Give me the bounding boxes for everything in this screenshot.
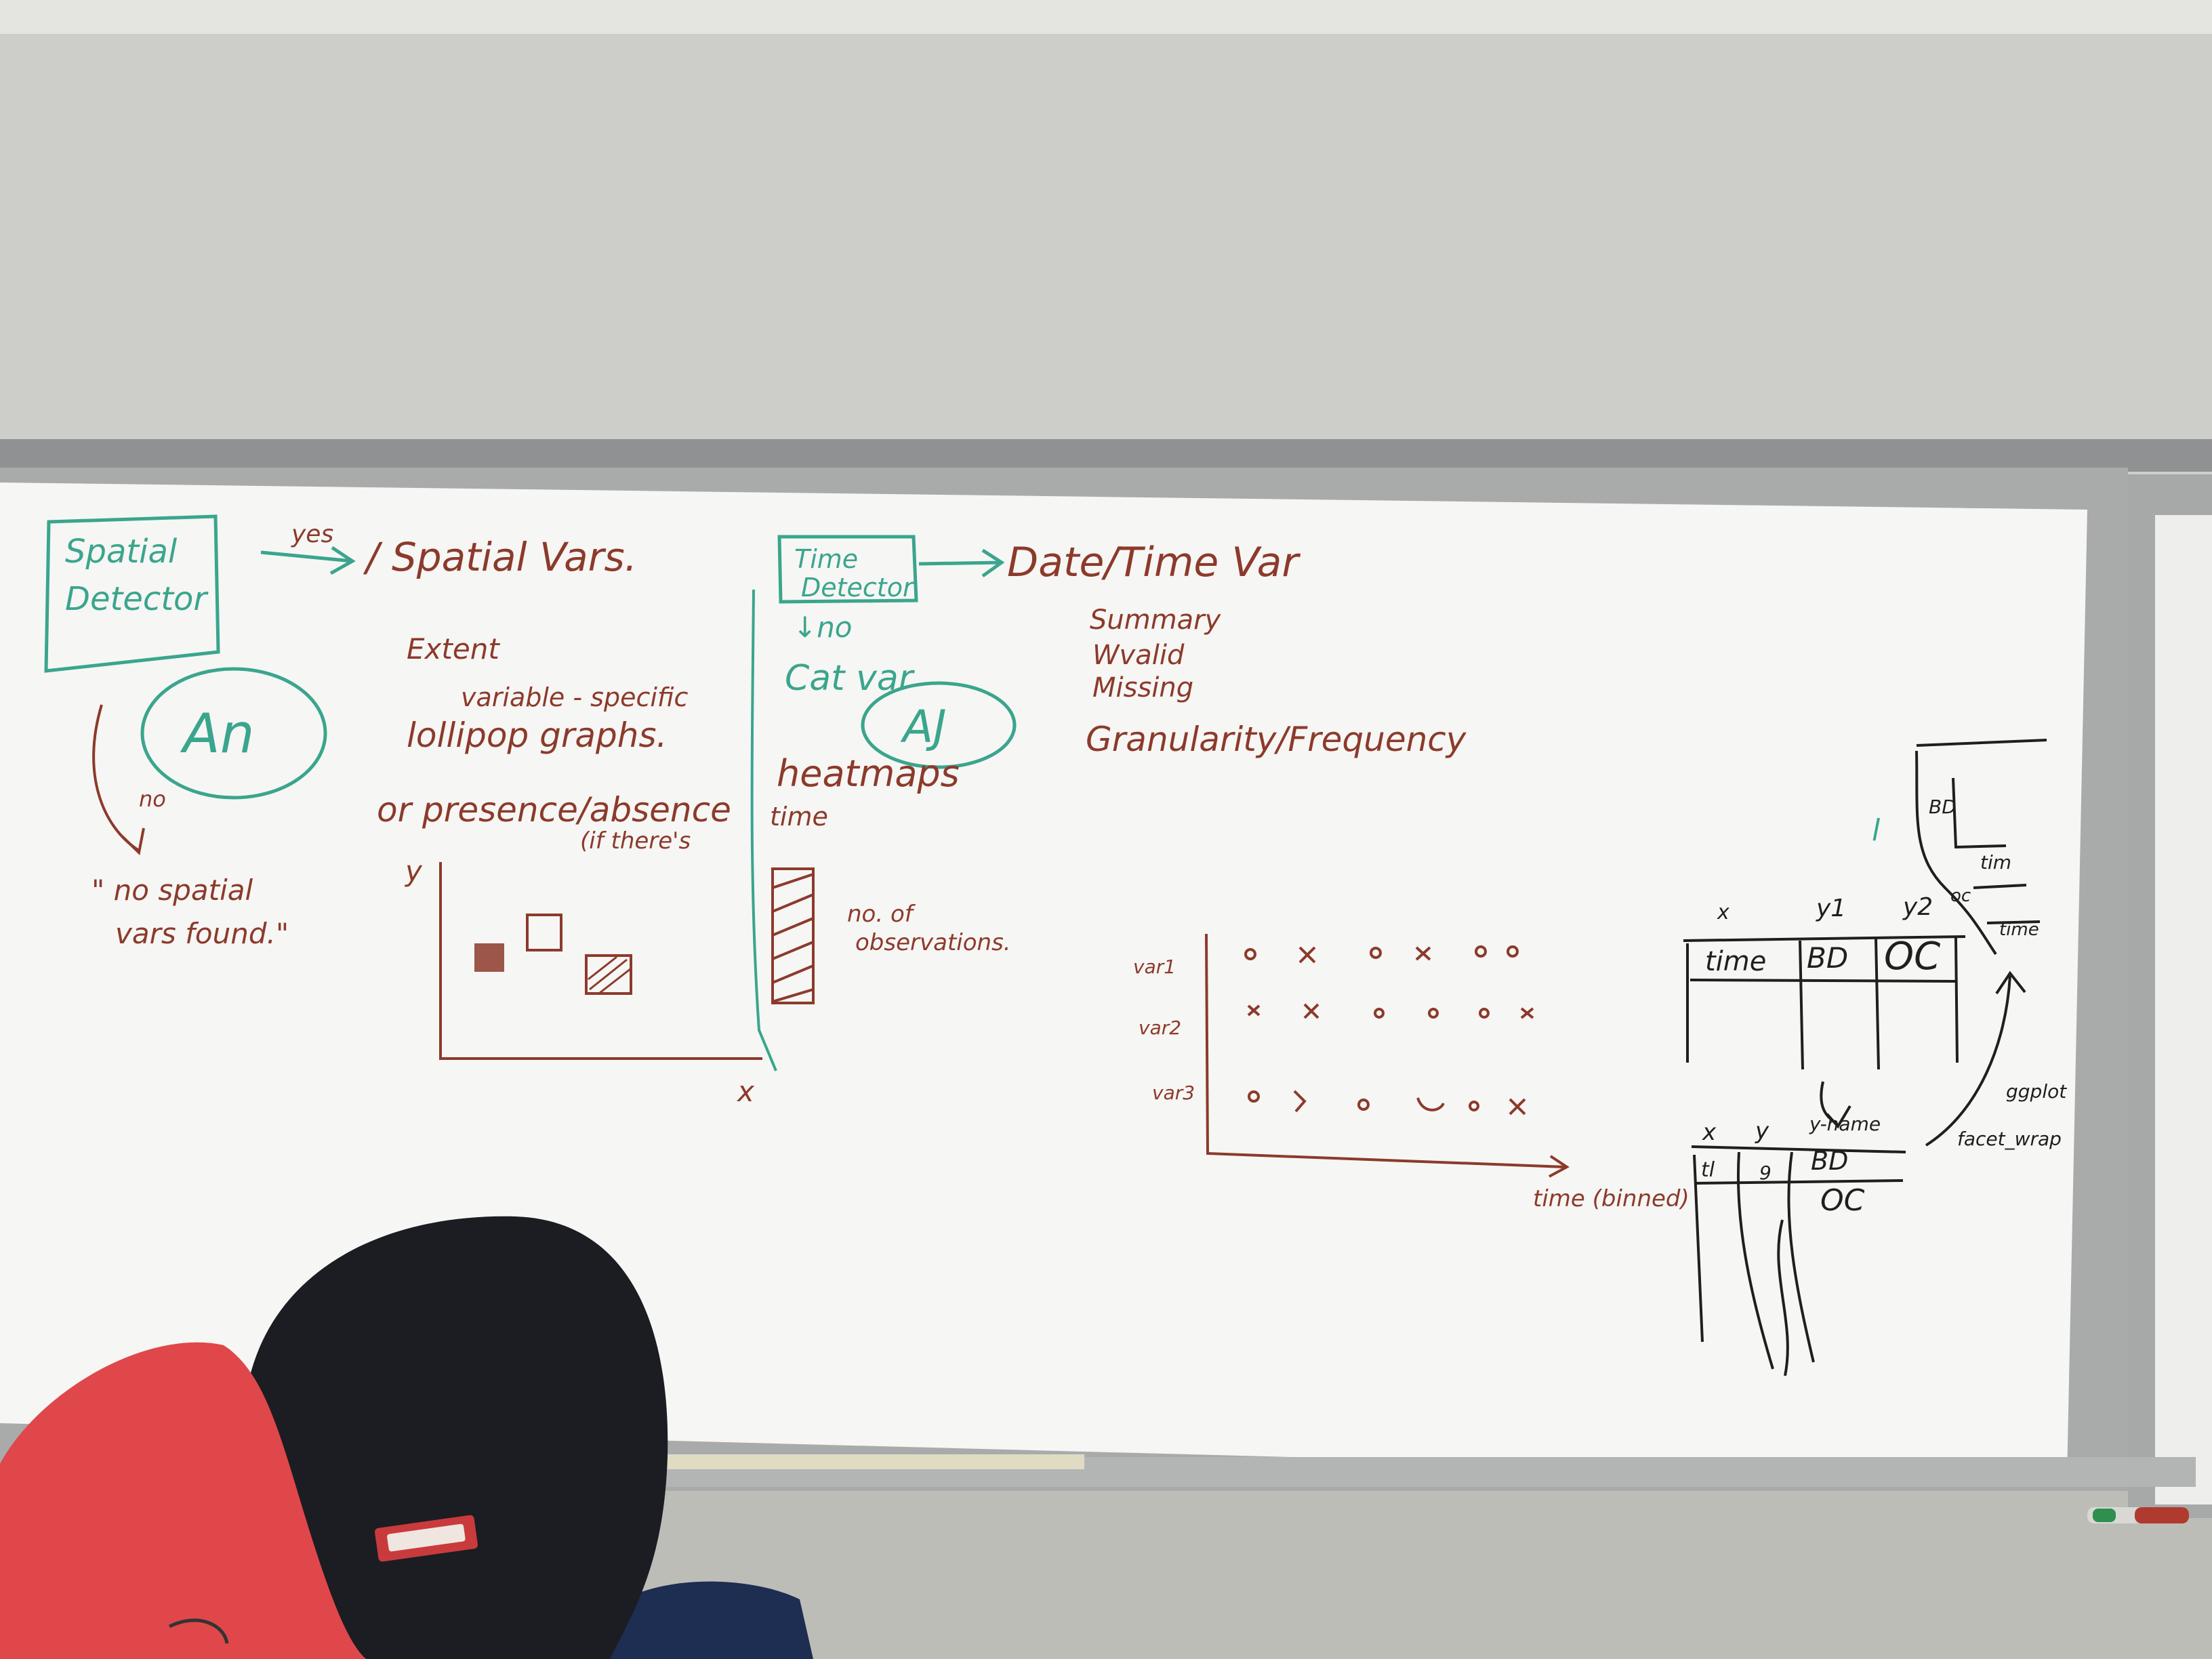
mini-chart-oc: oc — [1950, 886, 1971, 906]
marker-green-cap — [2093, 1509, 2116, 1522]
time-binned-label: time (binned) — [1533, 1185, 1689, 1212]
presence-text: or presence/absence — [377, 790, 731, 830]
yes-label: yes — [291, 520, 333, 548]
spatial-detector-box — [44, 514, 220, 673]
an-circle — [140, 667, 327, 800]
ruler — [651, 1454, 1084, 1469]
an-label: An — [180, 702, 254, 765]
no-spatial-line1: " no spatial — [91, 874, 253, 907]
var1-label: var1 — [1133, 956, 1176, 978]
date-time-arrow — [918, 548, 1005, 578]
table1-cell-time: time — [1705, 946, 1766, 977]
mini-facet-chart — [1915, 739, 2047, 956]
hatched-square-chart — [439, 862, 762, 1060]
spatial-box-line2: Detector — [65, 580, 209, 618]
extent-text: Extent — [407, 632, 500, 665]
summary-item-3: Missing — [1092, 672, 1193, 703]
mini-chart-bd: BD — [1929, 796, 1957, 818]
hatched-bar — [771, 867, 815, 1004]
person-with-cap — [0, 1216, 813, 1659]
summary-item-2: Wvalid — [1092, 640, 1185, 671]
shirt — [596, 1581, 813, 1659]
table2-cell-9: 9 — [1759, 1162, 1771, 1184]
table2-header-yname: y-name — [1809, 1113, 1881, 1135]
variable-specific-text: variable - specific — [461, 682, 688, 712]
heatmaps-text: heatmaps — [777, 752, 960, 795]
divider-line — [750, 589, 777, 1071]
spatial-box-line1: Spatial — [65, 533, 178, 571]
board-top-rail — [0, 439, 2212, 472]
time-box-line1: Time — [794, 544, 858, 574]
if-theres-text: (if there's — [580, 827, 691, 855]
var-dot-plot — [1205, 933, 1570, 1178]
mini-chart-tim: tim — [1980, 851, 2011, 874]
mini-chart-time: time — [1999, 920, 2039, 940]
spatial-vars: / Spatial Vars. — [363, 534, 637, 580]
aj-circle — [861, 681, 1017, 769]
table1-header-y2: y2 — [1902, 893, 1933, 921]
date-time-var: Date/Time Var — [1007, 539, 1300, 586]
chart-x-label: x — [736, 1075, 755, 1108]
catvar-text: Cat var — [785, 658, 916, 699]
ggplot-note-line2: facet_wrap — [1957, 1128, 2062, 1150]
table2-header-y: y — [1755, 1118, 1769, 1145]
ggplot-arrow — [1925, 970, 2026, 1147]
time-box-line2: Detector — [801, 573, 915, 602]
glasses — [168, 1618, 229, 1644]
no-label: no — [139, 786, 166, 812]
cap-crown — [243, 1216, 668, 1659]
table2-cell-tl: tl — [1701, 1158, 1715, 1182]
summary-item-4: Granularity/Frequency — [1086, 720, 1467, 759]
time-detector-box — [777, 535, 918, 604]
marker-red-tip — [2135, 1507, 2189, 1523]
chart-y-label: y — [404, 855, 423, 888]
yes-arrow — [260, 546, 356, 575]
ceiling-strip — [0, 0, 2212, 34]
ggplot-note-line1: ggplot — [2006, 1080, 2067, 1103]
var2-label: var2 — [1139, 1017, 1181, 1039]
wide-table — [1683, 935, 1966, 1070]
aj-label: AJ — [900, 701, 947, 753]
var3-label: var3 — [1152, 1082, 1195, 1104]
no-spatial-line2: vars found." — [115, 917, 289, 950]
down-no: ↓no — [793, 611, 853, 644]
summary-item-1: Summary — [1090, 605, 1222, 636]
table1-cell-bd: BD — [1807, 941, 1848, 975]
lollipop-text: lollipop graphs. — [407, 716, 667, 755]
cap-brim — [0, 1342, 366, 1659]
table2-cell-oc: OC — [1820, 1183, 1865, 1218]
no-arrow — [92, 704, 145, 855]
table1-cell-oc: OC — [1884, 935, 1940, 979]
table1-header-x: x — [1717, 901, 1729, 924]
cap-logo-inner — [387, 1523, 466, 1552]
time-text: time — [770, 802, 828, 832]
observations-line2: observations. — [855, 929, 1011, 956]
table2-cell-bd: BD — [1811, 1146, 1848, 1176]
side-mark: l — [1872, 813, 1881, 848]
table-down-arrow — [1820, 1081, 1851, 1129]
table1-header-y1: y1 — [1816, 895, 1846, 922]
observations-line1: no. of — [847, 901, 916, 928]
table2-header-x: x — [1702, 1119, 1717, 1146]
long-table — [1691, 1145, 1906, 1376]
right-whiteboard — [2155, 515, 2212, 1504]
